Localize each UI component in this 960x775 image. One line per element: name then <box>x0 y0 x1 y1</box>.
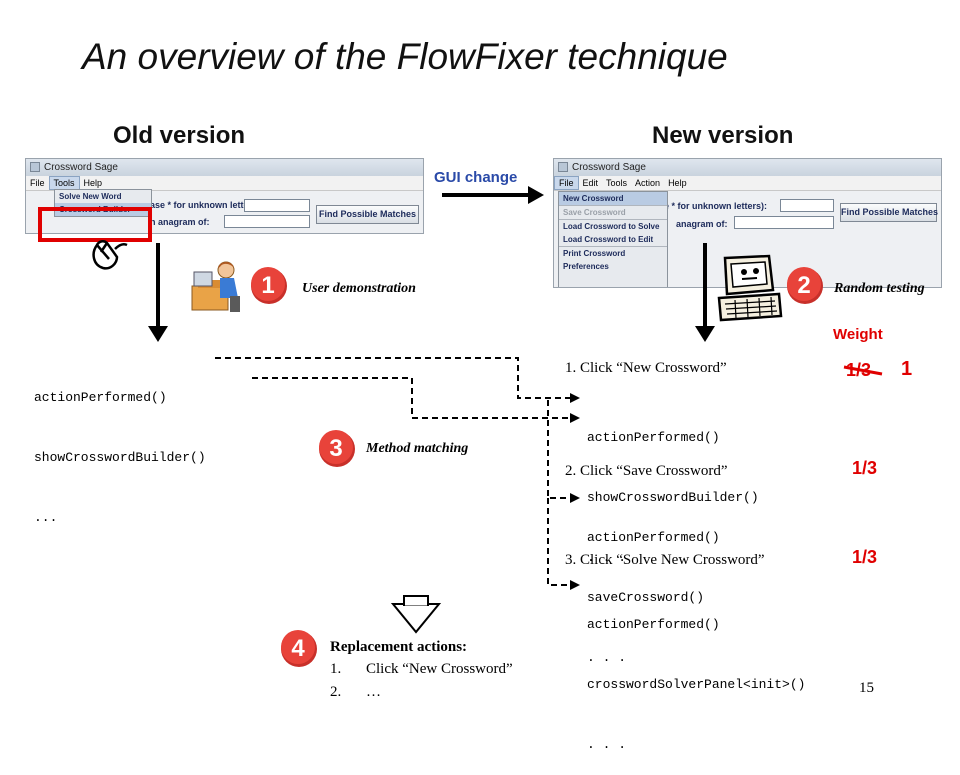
new-menu-item-preferences[interactable]: Preferences <box>563 262 609 271</box>
new-menu-edit[interactable]: Edit <box>582 178 599 188</box>
replacement-num: 1. <box>330 661 342 677</box>
trace-line: crosswordSolverPanel<init>() <box>587 677 806 692</box>
candidate-3-trace: actionPerformed() crosswordSolverPanel<i… <box>587 575 805 775</box>
trace-line: . . . <box>587 650 627 665</box>
new-menu-action[interactable]: Action <box>635 178 661 188</box>
trace-line: . . . <box>587 737 627 752</box>
step-1-number: 1 <box>261 272 274 299</box>
step-3-badge: 3 <box>318 428 356 468</box>
old-menu-file[interactable]: File <box>30 178 45 188</box>
highlight-box <box>38 207 152 242</box>
candidate-1-weight-old: 1/3 <box>846 360 872 380</box>
step-3-label: Method matching <box>366 441 469 456</box>
replacement-text: … <box>366 684 381 700</box>
step-1-label: User demonstration <box>302 281 416 296</box>
new-field-label-2: anagram of: <box>676 219 728 229</box>
new-menu-file[interactable]: File <box>554 176 579 190</box>
candidate-1-action: 1. Click “New Crossword” <box>565 360 727 376</box>
step-3-number: 3 <box>329 435 342 462</box>
old-field-label-1: ase * for unknown letters): <box>150 200 264 210</box>
old-version-heading: Old version <box>113 122 246 149</box>
gui-change-label: GUI change <box>434 169 518 186</box>
new-down-arrowhead <box>695 326 715 342</box>
candidate-3-weight: 1/3 <box>852 547 878 567</box>
step-2-badge: 2 <box>786 265 824 305</box>
candidate-2-weight: 1/3 <box>852 458 878 478</box>
diagram-arrows <box>148 186 883 634</box>
step-4-number: 4 <box>291 635 305 662</box>
old-window-titlebar: Crossword Sage <box>26 159 423 176</box>
old-down-arrowhead <box>148 326 168 342</box>
weight-header: Weight <box>833 326 883 343</box>
new-window-titlebar: Crossword Sage <box>554 159 941 176</box>
new-anagram-input[interactable] <box>734 216 834 229</box>
app-icon <box>30 162 40 172</box>
new-window-title: Crossword Sage <box>572 162 646 173</box>
trace-line: saveCrossword() <box>587 590 705 605</box>
new-menu-item-load-to-edit[interactable]: Load Crossword to Edit <box>563 235 654 244</box>
replacement-item-1: 1. Click “New Crossword” <box>330 661 513 678</box>
replacement-item-2: 2. … <box>330 684 381 701</box>
candidate-2-action: 2. Click “Save Crossword” <box>565 463 728 479</box>
trace-line: actionPerformed() <box>587 617 720 632</box>
replacement-text: Click “New Crossword” <box>366 661 513 677</box>
old-menu-item-solve-new-word[interactable]: Solve New Word <box>59 192 122 201</box>
new-menu-tools[interactable]: Tools <box>606 178 628 188</box>
old-menu-help[interactable]: Help <box>83 178 103 188</box>
new-menu-item-print[interactable]: Print Crossword <box>559 246 667 260</box>
trace-line: actionPerformed() <box>587 430 720 445</box>
trace-line: . . . <box>587 550 627 565</box>
candidate-2-trace: actionPerformed() saveCrossword() . . . <box>587 488 720 688</box>
new-menu-item-load-to-solve[interactable]: Load Crossword to Solve <box>559 219 667 233</box>
user-at-computer-icon <box>191 261 240 312</box>
step-2-number: 2 <box>797 272 810 299</box>
old-pattern-input[interactable] <box>244 199 310 212</box>
gui-change-arrowhead <box>528 186 544 204</box>
old-find-matches-button[interactable]: Find Possible Matches <box>316 205 419 224</box>
candidate-3-action: 3. Click “Solve New Crossword” <box>565 552 765 568</box>
replacement-num: 2. <box>330 684 342 700</box>
new-field-label-1: e * for unknown letters): <box>664 201 768 211</box>
old-trace-line: showCrosswordBuilder() <box>34 450 206 465</box>
old-trace-line: ... <box>34 510 58 525</box>
step-2-label: Random testing <box>834 281 925 296</box>
step-1-badge: 1 <box>250 265 288 305</box>
strike-line <box>843 365 883 376</box>
method-match-connectors <box>215 357 572 586</box>
trace-line: showCrosswordBuilder() <box>587 490 759 505</box>
old-trace: actionPerformed() showCrosswordBuilder()… <box>34 348 206 548</box>
candidate-1-weight-new: 1 <box>901 358 913 380</box>
app-icon <box>558 162 568 172</box>
computer-icon <box>717 254 783 322</box>
old-trace-line: actionPerformed() <box>34 390 167 405</box>
replacement-heading: Replacement actions: <box>330 639 468 655</box>
page-number: 15 <box>859 680 874 696</box>
new-file-menu: New Crossword Save Crossword Load Crossw… <box>558 191 668 287</box>
trace-line: actionPerformed() <box>587 530 720 545</box>
replacement-arrow <box>390 603 442 634</box>
new-menu-help[interactable]: Help <box>668 178 687 188</box>
new-version-heading: New version <box>652 122 794 149</box>
new-find-matches-button[interactable]: Find Possible Matches <box>840 203 938 222</box>
new-menu-item-new-crossword[interactable]: New Crossword <box>559 192 667 205</box>
mouse-icon <box>92 240 128 270</box>
old-field-label-2: n anagram of: <box>150 217 210 227</box>
candidate-1-trace: actionPerformed() showCrosswordBuilder()… <box>587 388 759 588</box>
old-anagram-input[interactable] <box>224 215 310 228</box>
new-pattern-input[interactable] <box>780 199 834 212</box>
slide-title: An overview of the FlowFixer technique <box>82 36 728 77</box>
step-4-badge: 4 <box>280 628 318 668</box>
old-window-title: Crossword Sage <box>44 162 118 173</box>
new-menu-item-save-crossword[interactable]: Save Crossword <box>559 205 667 219</box>
